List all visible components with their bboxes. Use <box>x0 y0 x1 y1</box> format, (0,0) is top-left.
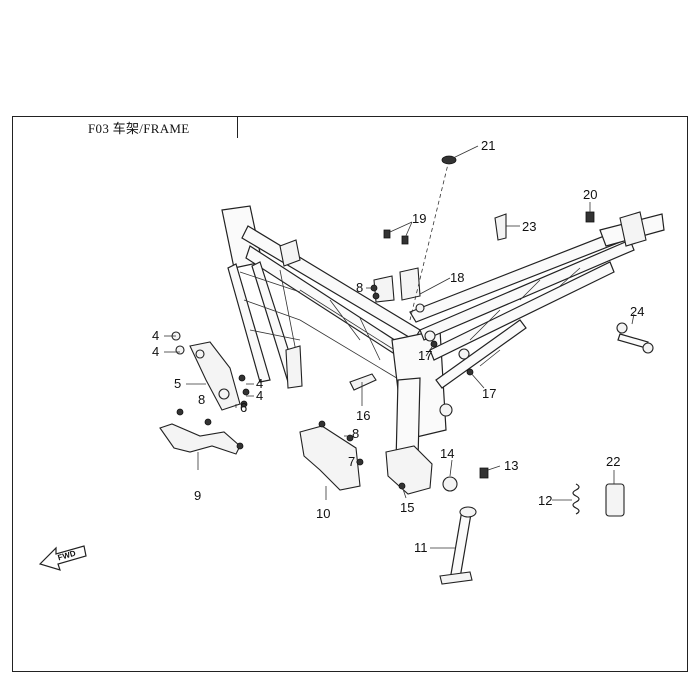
callout-11: 11 <box>414 540 428 555</box>
callout-4: 4 <box>152 328 159 343</box>
callout-20: 20 <box>583 187 597 202</box>
callout-4: 4 <box>256 388 263 403</box>
forward-arrow-icon: FWD <box>38 545 87 571</box>
small-parts <box>159 155 654 585</box>
callout-18: 18 <box>450 270 464 285</box>
diagram-border <box>12 116 688 672</box>
callout-17: 17 <box>482 386 496 401</box>
callout-19: 19 <box>412 211 426 226</box>
callout-15: 15 <box>400 500 414 515</box>
callout-13: 13 <box>504 458 518 473</box>
callout-8: 8 <box>356 280 363 295</box>
callout-9: 9 <box>194 488 201 503</box>
callout-4: 4 <box>152 344 159 359</box>
callout-4: 4 <box>256 376 263 391</box>
callout-23: 23 <box>522 219 536 234</box>
callout-labels: 21 20 19 23 18 8 4 4 5 4 4 6 8 9 17 17 1… <box>152 138 644 555</box>
header-box <box>12 116 238 138</box>
diagram-title: F03 车架/FRAME <box>88 121 190 136</box>
main-frame <box>221 205 665 463</box>
callout-24: 24 <box>630 304 644 319</box>
callout-22: 22 <box>606 454 620 469</box>
callout-5: 5 <box>174 376 181 391</box>
callout-14: 14 <box>440 446 454 461</box>
callout-17: 17 <box>418 348 432 363</box>
callout-6: 6 <box>240 400 247 415</box>
callout-10: 10 <box>316 506 330 521</box>
callout-7: 7 <box>348 454 355 469</box>
callout-16: 16 <box>356 408 370 423</box>
leader-lines <box>164 145 635 549</box>
callout-8: 8 <box>352 426 359 441</box>
callout-8: 8 <box>198 392 205 407</box>
callout-12: 12 <box>538 493 552 508</box>
callout-21: 21 <box>481 138 495 153</box>
